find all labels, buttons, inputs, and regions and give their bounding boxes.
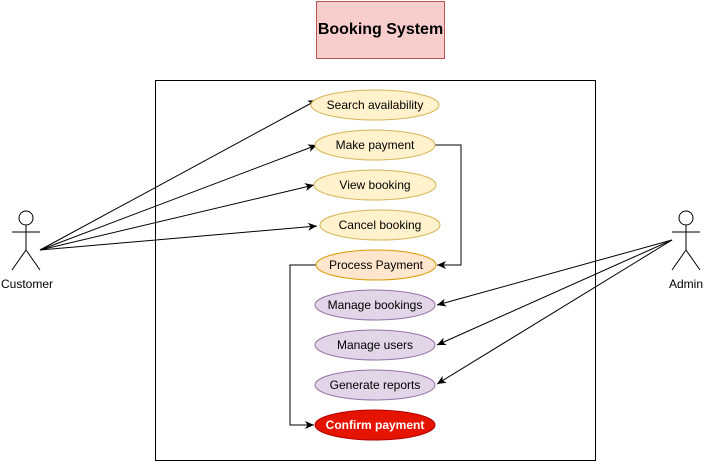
usecase-manage-users-label: Manage users — [337, 338, 413, 352]
usecase-cancel-booking-label: Cancel booking — [339, 218, 422, 232]
usecase-manage-bookings[interactable]: Manage bookings — [314, 289, 436, 321]
customer-label: Customer — [1, 277, 53, 291]
admin-label: Admin — [669, 277, 703, 291]
usecase-generate-reports[interactable]: Generate reports — [314, 369, 436, 401]
usecase-process-payment[interactable]: Process Payment — [315, 249, 437, 281]
payment-to-process-connector — [435, 144, 462, 269]
diagram-title: Booking System — [316, 1, 445, 59]
usecase-confirm-payment-label: Confirm payment — [326, 418, 425, 432]
usecase-view-booking-label: View booking — [339, 178, 410, 192]
usecase-make-payment[interactable]: Make payment — [314, 129, 436, 161]
usecase-process-payment-label: Process Payment — [329, 258, 424, 272]
usecase-search-availability[interactable]: Search availability — [310, 89, 440, 121]
usecase-confirm-payment[interactable]: Confirm payment — [314, 409, 436, 441]
customer-actor[interactable] — [11, 210, 41, 271]
usecase-view-booking[interactable]: View booking — [313, 169, 437, 201]
admin-associations — [436, 239, 673, 385]
usecase-search-availability-label: Search availability — [327, 98, 424, 112]
usecase-cancel-booking[interactable]: Cancel booking — [319, 209, 441, 241]
usecase-make-payment-label: Make payment — [336, 138, 415, 152]
usecase-manage-bookings-label: Manage bookings — [328, 298, 423, 312]
process-to-confirm-connector — [289, 264, 316, 429]
usecase-generate-reports-label: Generate reports — [330, 378, 421, 392]
admin-actor[interactable] — [671, 210, 701, 271]
usecase-manage-users[interactable]: Manage users — [314, 329, 436, 361]
customer-associations — [39, 99, 318, 251]
